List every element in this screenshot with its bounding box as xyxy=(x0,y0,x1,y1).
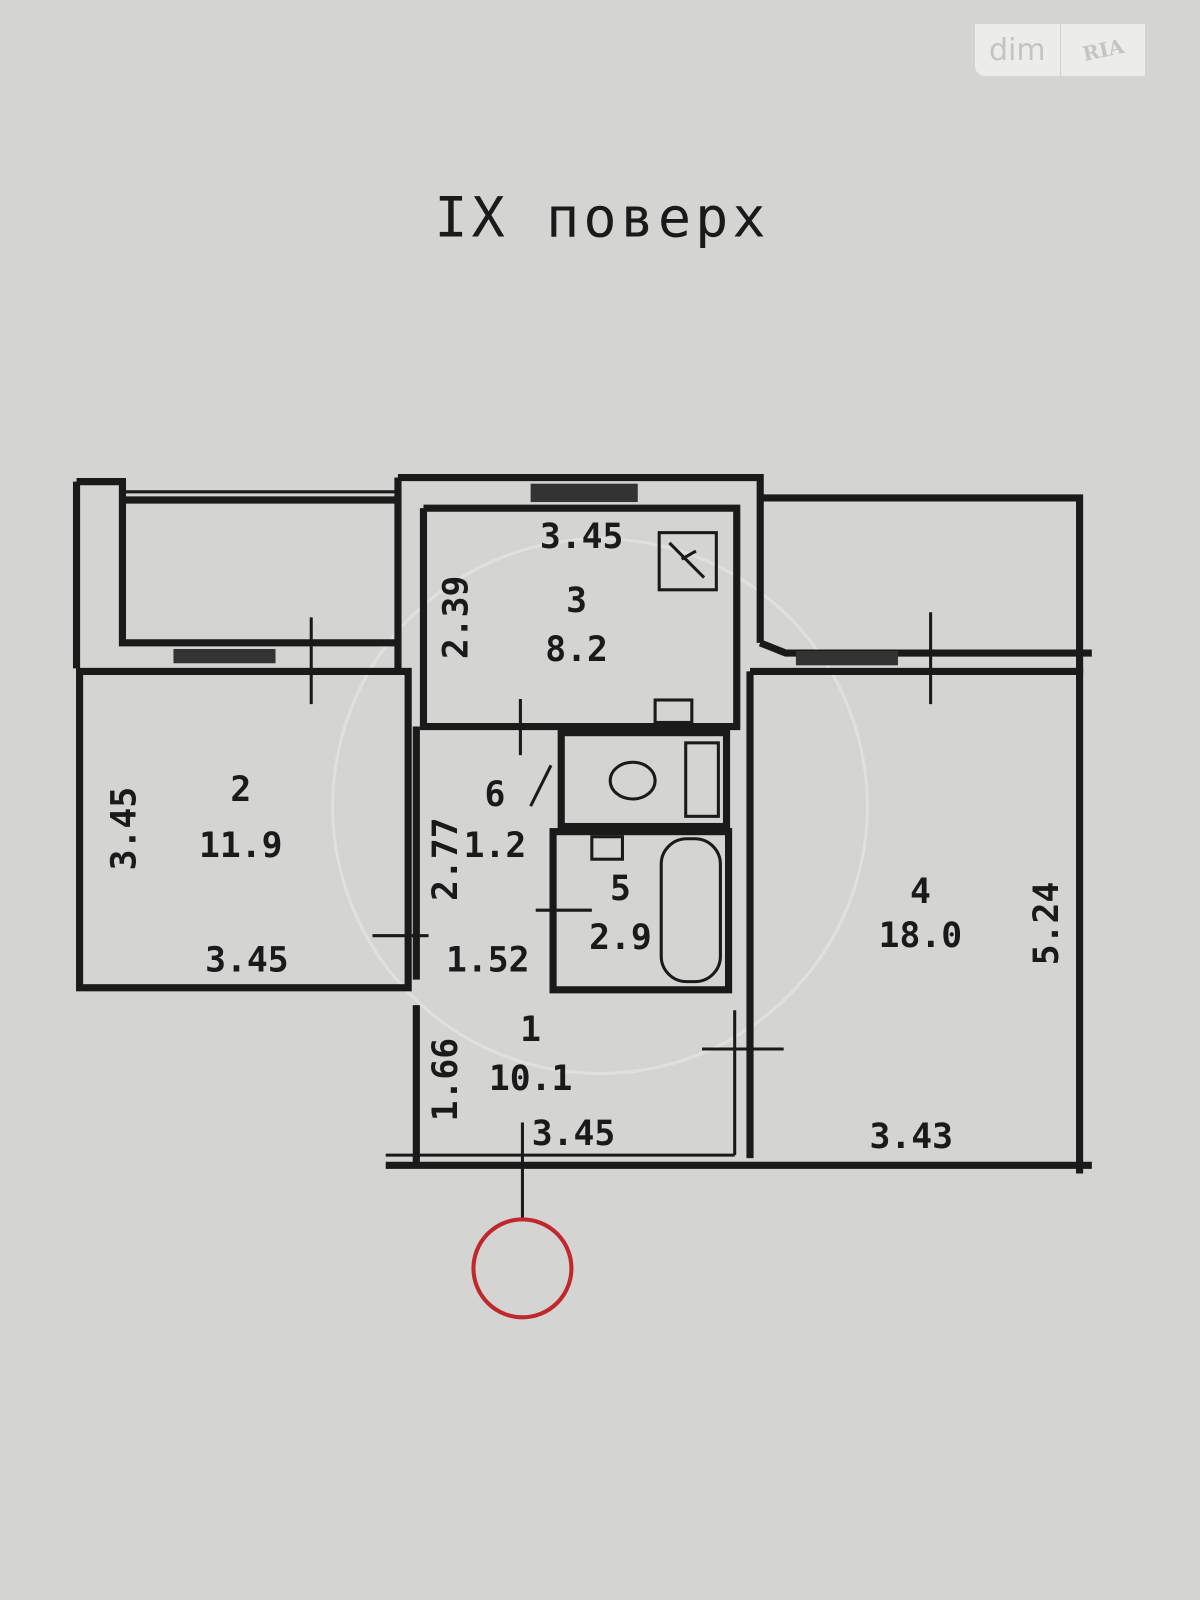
room-1-number: 1 xyxy=(520,1010,541,1050)
room-6-number: 6 xyxy=(484,775,505,815)
room-4-number: 4 xyxy=(910,872,931,912)
room-5-number: 5 xyxy=(610,869,631,909)
dim-room4-depth: 5.24 xyxy=(1027,882,1067,966)
dim-room3-depth: 2.39 xyxy=(436,576,476,660)
dim-room6-depth: 2.77 xyxy=(426,817,466,901)
dim-room4-width: 3.43 xyxy=(869,1117,953,1157)
room-2-area: 11.9 xyxy=(199,826,283,866)
dim-room2-depth: 3.45 xyxy=(105,787,145,871)
entrance-marker xyxy=(471,1217,574,1320)
room-5-area: 2.9 xyxy=(589,918,652,958)
dim-hall-width-mid: 1.52 xyxy=(446,940,530,980)
window xyxy=(530,483,638,503)
dim-hall-depth: 1.66 xyxy=(426,1038,466,1122)
dim-ria-logo: dim RIA xyxy=(975,24,1145,76)
room-3-number: 3 xyxy=(566,581,587,621)
room-4-area: 18.0 xyxy=(879,916,963,956)
room-6-area: 1.2 xyxy=(464,826,527,866)
dim-hall-width: 3.45 xyxy=(532,1114,616,1154)
floor-title: IX поверх xyxy=(434,186,769,250)
watermark-circle xyxy=(331,537,869,1075)
window xyxy=(173,648,276,664)
bathtub-icon xyxy=(659,837,722,984)
room-1-area: 10.1 xyxy=(489,1059,573,1099)
sink-icon xyxy=(653,698,694,724)
dim-room2-width: 3.45 xyxy=(205,940,289,980)
room-2-number: 2 xyxy=(230,770,251,810)
toilet-icon xyxy=(608,760,657,801)
stove-icon xyxy=(657,531,718,592)
washbasin-icon xyxy=(590,835,624,861)
window xyxy=(795,651,898,666)
walls xyxy=(72,473,1092,1220)
dim-room3-width: 3.45 xyxy=(540,517,624,557)
logo-dim: dim xyxy=(975,24,1061,76)
room-3-area: 8.2 xyxy=(545,630,608,670)
